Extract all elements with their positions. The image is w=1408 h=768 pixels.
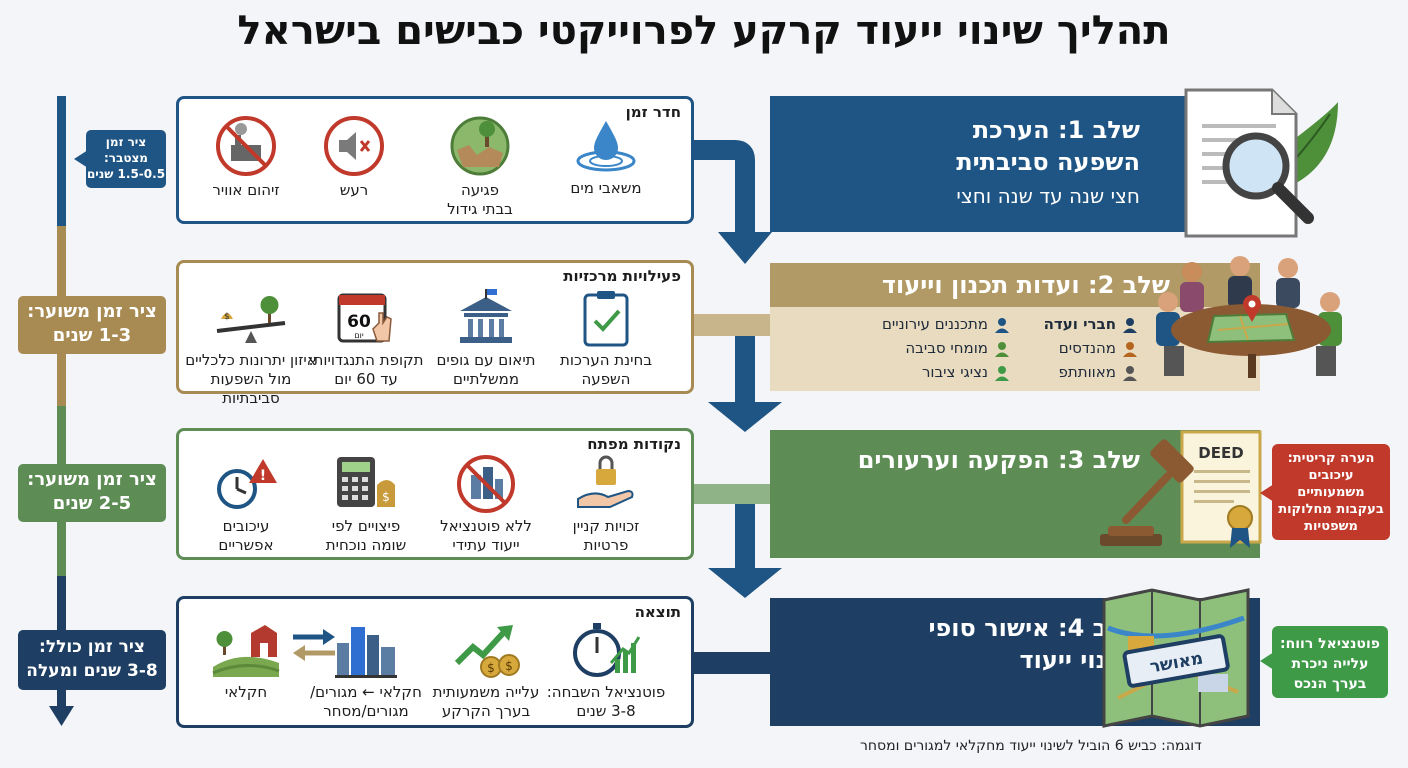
item-objection-period: 60 יום תקופת התנגדויות:עד 60 יום <box>301 289 431 389</box>
panel-label: פעילויות מרכזיות <box>563 267 681 285</box>
habitat-globe-icon <box>450 116 510 176</box>
member-public-reps: נציגי ציבור <box>922 363 1010 381</box>
connector-4 <box>694 652 770 674</box>
panel-label: חדר זמן <box>625 103 681 121</box>
water-drop-icon <box>576 121 636 172</box>
stage-1-title-line1: שלב 1: הערכת <box>972 116 1140 144</box>
svg-text:$: $ <box>487 661 495 675</box>
item-noise: רעש <box>289 115 419 200</box>
farm-barn-icon <box>212 625 280 677</box>
person-icon <box>1123 365 1137 381</box>
person-icon <box>1123 317 1137 333</box>
stage-1-card: שלב 1: הערכת השפעה סביבתית חצי שנה עד שנ… <box>770 96 1260 232</box>
person-icon <box>995 317 1009 333</box>
item-betterment-potential: פוטנציאל השבחה:3-8 שנים <box>541 619 671 721</box>
footer-example: דוגמה: כביש 6 הוביל לשינוי ייעוד מחקלאי … <box>860 738 1202 754</box>
stage-3-card: שלב 3: הפקעה וערעורים <box>770 430 1260 558</box>
clipboard-check-icon <box>583 291 629 347</box>
flow-arrow-2 <box>735 336 755 404</box>
growth-arrow-coins-icon: $ $ <box>454 625 520 678</box>
panel-label: נקודות מפתח <box>587 435 681 453</box>
committee-meeting-icon <box>1156 256 1342 378</box>
svg-text:!: ! <box>260 468 266 484</box>
stage-3-title: שלב 3: הפקעה וערעורים <box>857 446 1140 474</box>
calculator-money-icon: $ <box>337 457 395 507</box>
deed-gavel-icon: DEED <box>1100 430 1262 548</box>
deed-label: DEED <box>1198 444 1243 462</box>
no-pollution-icon <box>216 116 276 176</box>
svg-text:60: 60 <box>347 312 371 332</box>
city-buildings-icon <box>335 627 397 678</box>
item-agri-to-residential: חקלאי ← מגורים/מגורים/מסחר <box>301 619 431 721</box>
page-title: תהליך שינוי ייעוד קרקע לפרוייקטי כבישים … <box>237 8 1171 54</box>
panel-outcome: תוצאה פוטנציאל השבחה:3-8 שנים $ $ עלייה … <box>176 596 694 728</box>
stage-2-title: שלב 2: ועדות תכנון וייעוד <box>881 271 1170 299</box>
person-icon <box>995 341 1009 357</box>
no-sound-icon <box>324 116 384 176</box>
item-water-resources: משאבי מים <box>541 115 671 198</box>
panel-label: תוצאה <box>634 603 681 621</box>
member-other: מאוותתפ <box>1059 363 1138 381</box>
balance-scale-icon: $ <box>216 296 286 343</box>
item-air-pollution: זיהום אוויר <box>181 115 311 200</box>
timeline-badge-3: ציר זמן משוער:2-5 שנים <box>18 464 166 522</box>
stage-1-title-line2: השפעה סביבתית <box>956 148 1140 176</box>
clock-warning-icon: ! <box>217 459 277 509</box>
approved-map-icon: מאושר <box>1102 588 1250 728</box>
connector-3 <box>694 484 770 504</box>
timeline-badge-4: ציר זמן כולל:3-8 שנים ומעלה <box>18 630 166 690</box>
flow-arrow-3 <box>735 504 755 570</box>
government-building-icon <box>460 289 512 343</box>
members-header: חברי ועדה <box>1044 315 1138 333</box>
member-engineers: מהנדסים <box>1059 339 1138 357</box>
member-environment-experts: מומחי סביבה <box>905 339 1010 357</box>
item-agricultural: חקלאי <box>181 619 311 702</box>
svg-text:$: $ <box>224 312 230 322</box>
person-icon <box>995 365 1009 381</box>
stopwatch-chart-icon <box>573 623 641 677</box>
connector-2 <box>694 314 770 336</box>
timeline-segment-1 <box>57 96 66 226</box>
exchange-arrows-icon <box>293 629 335 661</box>
svg-text:$: $ <box>505 659 513 673</box>
no-buildings-icon <box>457 455 515 513</box>
flow-arrow-1 <box>694 140 755 232</box>
member-urban-planners: מתכננים עירוניים <box>882 315 1010 333</box>
svg-text:$: $ <box>382 490 390 504</box>
hand-lock-icon <box>577 455 634 508</box>
stage-1-subtitle: חצי שנה עד שנה וחצי <box>956 184 1140 208</box>
person-icon <box>1123 341 1137 357</box>
svg-text:יום: יום <box>354 331 363 340</box>
timeline-arrowhead <box>49 706 74 726</box>
timeline-badge-2: ציר זמן משוער:1-3 שנים <box>18 296 166 354</box>
calendar-icon: 60 יום <box>337 293 392 343</box>
document-magnifier-icon <box>1184 88 1338 238</box>
